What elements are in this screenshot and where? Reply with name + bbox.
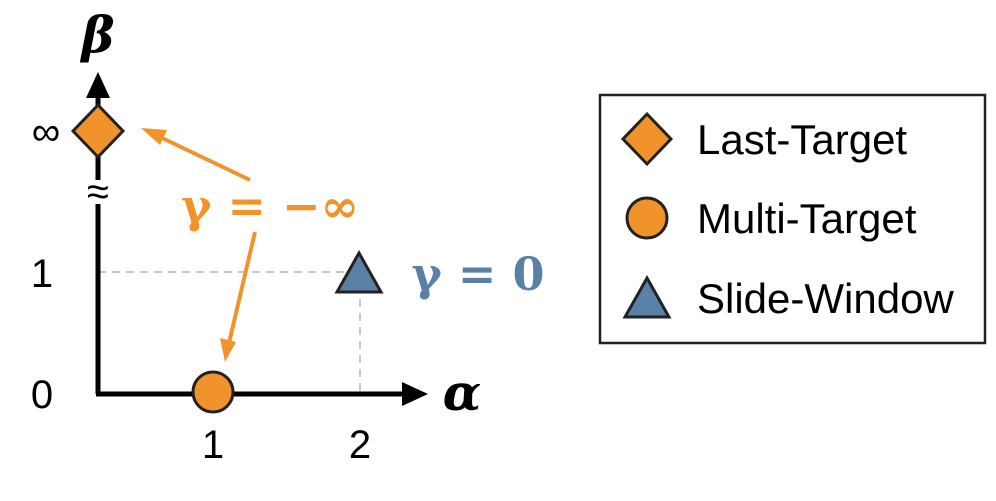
legend: Last-Target Multi-Target Slide-Window	[598, 93, 987, 345]
arrow-to-multi-target-head	[220, 338, 236, 362]
x-axis-label: α	[443, 363, 481, 422]
multi-target-circle-icon	[191, 370, 235, 414]
slide-window-triangle-icon	[334, 249, 384, 294]
y-axis-arrowhead	[86, 72, 110, 98]
x-axis-arrowhead	[402, 382, 428, 406]
y-tick-infinity: ∞	[32, 110, 61, 154]
arrow-to-last-target	[159, 135, 251, 182]
legend-diamond-icon	[620, 111, 674, 167]
arrow-to-last-target-head	[141, 128, 167, 145]
axis-break-gap	[84, 180, 112, 204]
legend-label-multi-target: Multi-Target	[697, 195, 917, 242]
axis-break-mark: ≈	[87, 170, 109, 214]
legend-triangle-icon	[622, 274, 672, 319]
y-axis-label: β	[79, 5, 114, 64]
y-tick-0: 0	[31, 373, 53, 417]
y-tick-1: 1	[31, 252, 53, 296]
gamma-zero-label: γ = 0	[412, 247, 545, 301]
x-tick-1: 1	[202, 423, 224, 467]
x-tick-2: 2	[349, 423, 371, 467]
legend-circle-icon	[625, 196, 669, 240]
gamma-negative-infinity-label: γ = −∞	[181, 179, 359, 233]
legend-label-last-target: Last-Target	[697, 116, 907, 163]
arrow-to-multi-target	[227, 231, 257, 344]
legend-label-slide-window: Slide-Window	[697, 275, 954, 322]
last-target-diamond-icon	[70, 102, 126, 160]
